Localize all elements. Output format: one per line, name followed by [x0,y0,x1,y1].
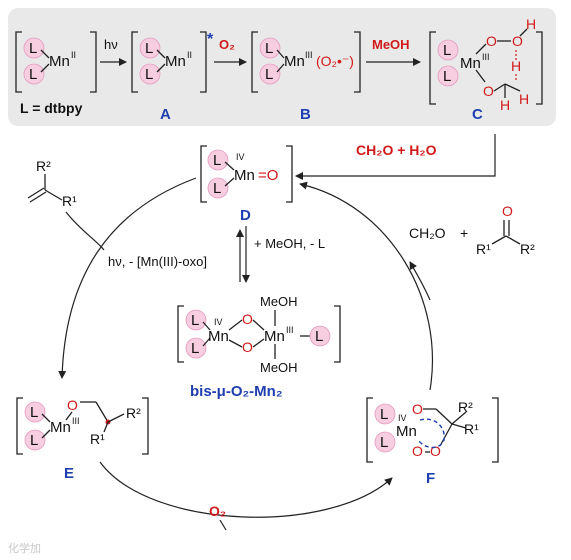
products: CH₂O + O R¹ R² [409,203,535,257]
ligand-l: L [380,406,388,423]
ligand-l: L [213,152,221,169]
atom-o: O [67,397,78,413]
atom-o: O [430,443,441,459]
atom-h: H [500,97,510,113]
superoxide-ligand: (O₂•⁻) [316,53,354,69]
oxidation-state: III [72,416,80,426]
oxidation-state: IV [236,152,245,162]
arc-e-to-f [99,461,393,518]
species-d: L L IV Mn =O [200,145,293,203]
ligand-l: L [145,66,153,83]
label-f: F [426,470,435,487]
species-b: L L Mn III (O₂•⁻) [251,31,361,93]
ligand-l: L [30,404,38,421]
ketone-r2: R² [520,241,535,257]
metal-mn: Mn [49,53,70,70]
ligand-note: L = dtbpy [20,100,83,116]
substituent-r1: R¹ [62,193,77,209]
metal-mn: Mn [460,55,481,72]
label-d: D [240,207,251,224]
species-start-mn-ii: L L Mn II [15,31,97,93]
axial-meoh: MeOH [260,360,298,375]
ligand-l: L [145,40,153,57]
arrow-c-to-d [295,134,496,180]
oxidation-state: II [187,50,192,60]
o2-entry [219,519,227,531]
arc-f-to-d [299,181,434,391]
substituent-r2: R² [458,399,473,415]
axial-meoh: MeOH [260,294,298,309]
metal-mn: Mn [234,167,255,184]
o2-reagent: O₂ [209,503,226,519]
metal-mn: Mn [264,328,285,345]
ketone-oxygen: O [502,203,513,219]
species-f: L L IV Mn O O O R² R¹ [366,397,499,463]
atom-o: O [483,83,494,99]
substituent-r1: R¹ [90,431,105,447]
arrow-label-meoh: MeOH [372,37,410,52]
ligand-l: L [443,42,451,59]
oxidation-state: III [305,50,313,60]
ligand-l: L [30,432,38,449]
substituent-r2: R² [126,405,141,421]
metal-mn: Mn [396,423,417,440]
substrate-entry [65,211,105,251]
ligand-l: L [191,312,199,329]
label-c: C [472,106,483,123]
ligand-l: L [29,66,37,83]
oxidation-state: III [286,325,294,335]
oxidation-state: III [482,52,490,62]
product-plus: + [460,225,468,241]
arrow-products [409,261,431,301]
label-e: E [64,465,74,482]
watermark: 化学加 [8,541,41,555]
metal-mn: Mn [165,53,186,70]
ligand-l: L [380,434,388,451]
arrow-label-hv: hν [104,37,118,52]
species-a: L L Mn II * [131,31,214,93]
species-c: L L Mn III O O H H O H H [429,16,543,113]
ligand-l: L [29,40,37,57]
arrow-label-o2: O₂ [219,37,235,52]
electron-flow-arrows [417,418,445,449]
product-formaldehyde: CH₂O [409,225,446,241]
oxidation-state: II [71,50,76,60]
ligand-l: L [265,66,273,83]
label-bis: bis-μ-O₂-Mn₂ [190,383,283,400]
atom-o: O [486,33,497,49]
alkene-substrate: R² R¹ [27,158,77,209]
atom-o: O [412,401,423,417]
metal-mn: Mn [50,419,71,436]
metal-mn: Mn [284,53,305,70]
oxidation-state: IV [214,317,223,327]
ligand-l: L [191,340,199,357]
ligand-l: L [315,328,323,345]
label-b: B [300,106,311,123]
oxidation-state: IV [398,413,407,423]
oxo-group: =O [258,167,278,184]
atom-h: H [511,58,521,74]
atom-o: O [512,33,523,49]
ketone-r1: R¹ [476,241,491,257]
ligand-l: L [443,68,451,85]
byproduct-label: CH₂O + H₂O [356,142,437,158]
atom-h: H [526,16,536,32]
bridging-o: O [242,339,253,355]
species-e: L L Mn III O R² R¹ [16,397,149,455]
bridging-o: O [242,311,253,327]
label-hv-step: hν, - [Mn(III)-oxo] [108,254,207,269]
label-meoh-step: + MeOH, - L [254,236,325,251]
substituent-r1: R¹ [464,421,479,437]
excited-state-mark: * [207,31,214,48]
arc-d-to-e [58,177,197,379]
ligand-l: L [265,40,273,57]
metal-mn: Mn [208,328,229,345]
species-bis-mu-o2-mn2: L L IV Mn O O Mn III MeOH MeOH L [177,294,341,375]
label-a: A [160,106,171,123]
substituent-r2: R² [36,158,51,174]
atom-o: O [412,443,423,459]
ligand-l: L [213,180,221,197]
atom-h: H [519,91,529,107]
